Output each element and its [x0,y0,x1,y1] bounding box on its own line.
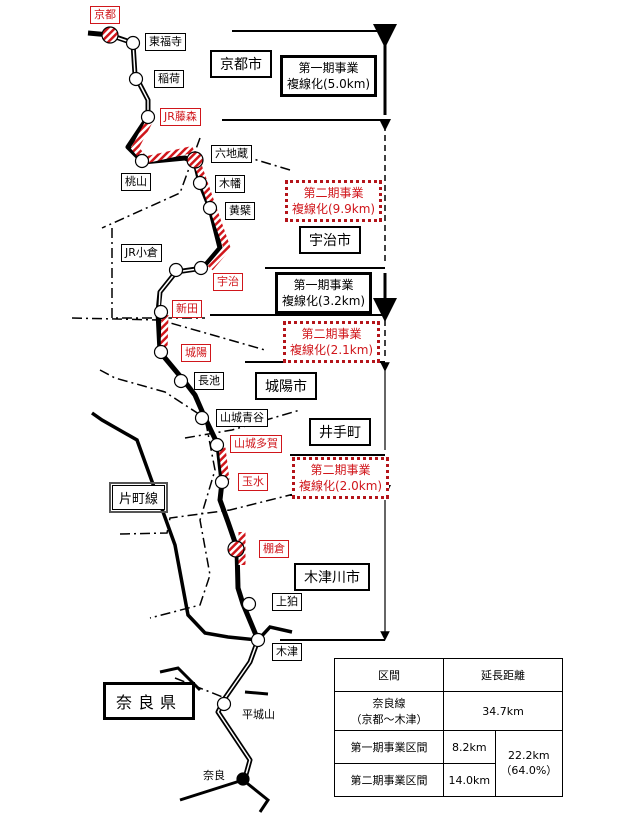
nara-line-track [87,30,261,779]
station-label-shinden: 新田 [172,300,202,318]
station-label-kamikoma: 上狛 [272,593,302,611]
section-title: 第二期事業 [310,463,371,477]
station-label-kohata: 木幡 [215,175,245,193]
station-label-yamashiro-aodani: 山城青谷 [216,409,268,427]
phase1-length: 8.2km [443,730,496,764]
section-length: 複線化(3.2km) [282,294,366,308]
section-title: 第一期事業 [293,278,354,292]
municipality-nara-pref: 奈良県 [103,682,196,720]
station-label-kizu: 木津 [272,643,302,661]
section-box-phase1-5km: 第一期事業複線化(5.0km) [280,55,378,97]
station-label-kyoto: 京都 [90,6,120,24]
municipality-joyo-city: 城陽市 [255,372,317,400]
station-label-tanakura: 棚倉 [259,540,289,558]
station-label-uji: 宇治 [213,273,243,291]
nara-line-range: （京都～木津） [350,713,428,726]
katamachi-line-label: 片町線 [108,482,169,513]
total-length: 22.2km [508,749,550,762]
section-box-phase2-2-1km: 第二期事業複線化(2.1km) [283,321,381,363]
station-label-nagaike: 長池 [194,372,224,390]
station-label-tamamizu: 玉水 [238,473,268,491]
station-label-joyo: 城陽 [181,344,211,362]
station-label-jr-fujinomori: JR藤森 [160,108,201,126]
phase2-label: 第二期事業区間 [334,763,444,797]
station-label-yamashiro-taga: 山城多賀 [230,435,282,453]
phase1-label: 第一期事業区間 [334,730,444,764]
section-length: 複線化(2.1km) [290,343,374,357]
header-length: 延長距離 [443,658,563,692]
municipality-uji-city: 宇治市 [299,226,361,254]
nara-line-label: 奈良線 [372,697,406,710]
section-length: 複線化(9.9km) [292,202,376,216]
municipality-ide-town: 井手町 [309,418,371,446]
station-label-rokujizo: 六地蔵 [211,145,252,163]
total-cell: 22.2km （64.0%） [494,730,564,797]
phase2-length: 14.0km [443,763,496,797]
section-title: 第二期事業 [301,327,362,341]
header-section: 区間 [334,658,444,692]
station-label-nara: 奈良 [203,769,225,782]
station-label-momoyama: 桃山 [121,173,151,191]
municipality-kizugawa-city: 木津川市 [294,563,370,591]
section-box-phase1-3-2km: 第一期事業複線化(3.2km) [275,272,373,314]
station-label-narayama: 平城山 [242,708,275,721]
station-label-jr-ogura: JR小倉 [121,244,162,262]
station-label-tofukuji: 東福寺 [145,33,186,51]
section-box-phase2-2-0km: 第二期事業複線化(2.0km) [292,457,390,499]
station-label-obaku: 黄檗 [225,202,255,220]
nara-line-cell: 奈良線 （京都～木津） [334,691,444,731]
station-markers [101,26,266,786]
section-length: 複線化(2.0km) [299,479,383,493]
section-length: 複線化(5.0km) [287,77,371,91]
total-percent: （64.0%） [500,764,558,777]
section-box-phase2-9-9km: 第二期事業複線化(9.9km) [285,180,383,222]
section-title: 第一期事業 [298,61,359,75]
station-label-inari: 稲荷 [154,70,184,88]
katamachi-line [90,411,293,642]
nara-line-length: 34.7km [443,691,563,731]
section-title: 第二期事業 [303,186,364,200]
municipality-kyoto-city: 京都市 [210,50,272,78]
